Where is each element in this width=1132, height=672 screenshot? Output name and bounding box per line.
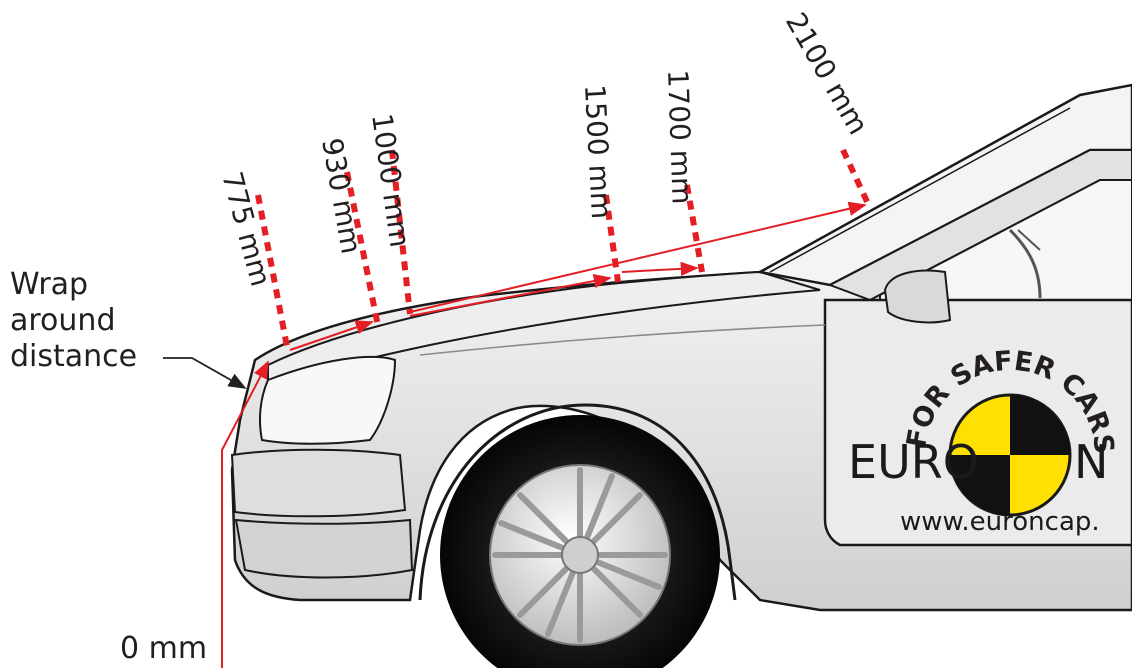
front-wheel bbox=[440, 415, 720, 672]
label-1700: 1700 mm bbox=[661, 69, 699, 205]
lower-bumper bbox=[234, 518, 414, 579]
logo-url: www.euroncap. bbox=[900, 507, 1100, 537]
tick-1000 bbox=[389, 149, 413, 315]
callout-line-1: Wrap bbox=[10, 267, 88, 302]
tick-930 bbox=[344, 171, 381, 327]
side-mirror bbox=[883, 269, 952, 324]
tick-2100 bbox=[840, 148, 873, 210]
label-930: 930 mm bbox=[315, 135, 368, 256]
label-1500: 1500 mm bbox=[578, 84, 618, 220]
measurement-labels: 775 mm 930 mm 1000 mm 1500 mm 1700 mm 21… bbox=[215, 7, 875, 290]
zero-label: 0 mm bbox=[120, 631, 207, 666]
wrap-around-path bbox=[221, 201, 867, 668]
tick-775 bbox=[255, 194, 291, 353]
front-bumper bbox=[230, 448, 407, 518]
callout-line-3: distance bbox=[10, 339, 137, 374]
wrap-around-callout: Wrap around distance bbox=[10, 267, 247, 389]
wheel-arch bbox=[418, 403, 737, 601]
logo-brand-left: EURO bbox=[848, 435, 979, 489]
headlamp bbox=[259, 355, 397, 445]
callout-leader bbox=[163, 357, 247, 389]
label-1000: 1000 mm bbox=[365, 111, 416, 249]
callout-line-2: around bbox=[10, 303, 115, 338]
label-2100: 2100 mm bbox=[779, 7, 875, 140]
label-775: 775 mm bbox=[215, 168, 277, 289]
logo-brand-right: N bbox=[1074, 435, 1108, 489]
measurement-ticks bbox=[255, 148, 873, 353]
